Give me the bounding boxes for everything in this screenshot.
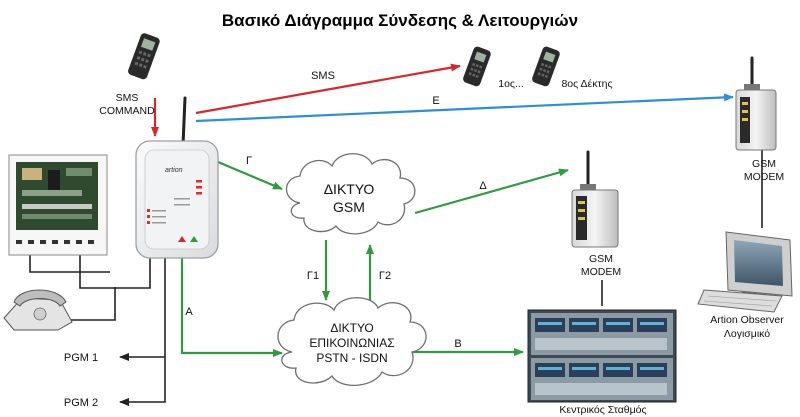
g2-link-label: Γ2	[379, 270, 391, 282]
sms-arrow	[195, 63, 461, 115]
wiring	[29, 150, 763, 406]
pgm1-label: PGM 1	[64, 352, 98, 364]
receiver-8-phone-icon	[532, 46, 560, 87]
pstn-network-cloud: ΔΙΚΤΥΟ ΕΠΙΚΟΙΝΩΝΙΑΣ PSTN - ISDN	[277, 297, 427, 387]
central-station-label: Κεντρικός Σταθμός	[559, 404, 646, 416]
pstn-network-line1: ΔΙΚΤΥΟ	[330, 321, 373, 335]
sms-command-label-line2: COMMAND	[99, 105, 155, 117]
gsm-modem-center-device	[571, 150, 619, 248]
gsm-network-cloud: ΔΙΚΤΥΟ GSM	[285, 153, 416, 235]
sms-link-label: SMS	[311, 70, 335, 82]
sms-command-label-line1: SMS	[116, 92, 139, 104]
gsm-communicator-device: artion	[135, 96, 219, 259]
pstn-network-line2: ΕΠΙΚΟΙΝΩΝΙΑΣ	[309, 336, 394, 350]
gsm-modem-right-label-line2: MODEM	[744, 171, 784, 183]
gsm-modem-center-label-line1: GSM	[589, 253, 613, 265]
a-link-label: Α	[185, 306, 193, 318]
e-arrow	[195, 93, 734, 123]
gsm-network-line2: GSM	[333, 199, 365, 215]
g-arrow	[217, 160, 283, 191]
b-link-label: Β	[454, 338, 461, 350]
g-link-label: Γ	[246, 155, 252, 167]
software-label-line2: Λογισμικό	[724, 328, 770, 340]
central-station-panels	[527, 309, 677, 403]
g1-link-label: Γ1	[307, 270, 319, 282]
communicator-brand-logo: artion	[165, 167, 183, 174]
gsm-network-line1: ΔΙΚΤΥΟ	[324, 181, 375, 197]
diagram-title: Βασικό Διάγραμμα Σύνδεσης & Λειτουργιών	[222, 11, 578, 30]
telephone-icon	[3, 289, 73, 331]
pstn-network-line3: PSTN - ISDN	[316, 351, 387, 365]
gsm-modem-right-label-line1: GSM	[752, 158, 776, 170]
receiver-first-label: 1ος...	[498, 78, 524, 90]
pgm2-label: PGM 2	[64, 397, 98, 409]
gsm-modem-right-device	[735, 56, 777, 151]
alarm-panel-board	[8, 154, 108, 256]
computer-icon	[697, 231, 793, 313]
d-arrow	[414, 168, 569, 215]
receiver-eighth-label: 8ος Δέκτης	[561, 78, 612, 90]
software-label-line1: Artion Observer	[710, 314, 784, 326]
a-arrow	[180, 258, 283, 357]
e-link-label: Ε	[432, 95, 439, 107]
sms-command-phone-icon	[128, 33, 160, 80]
gsm-modem-center-label-line2: MODEM	[581, 266, 621, 278]
d-link-label: Δ	[479, 180, 487, 192]
receiver-1-phone-icon	[463, 46, 491, 87]
